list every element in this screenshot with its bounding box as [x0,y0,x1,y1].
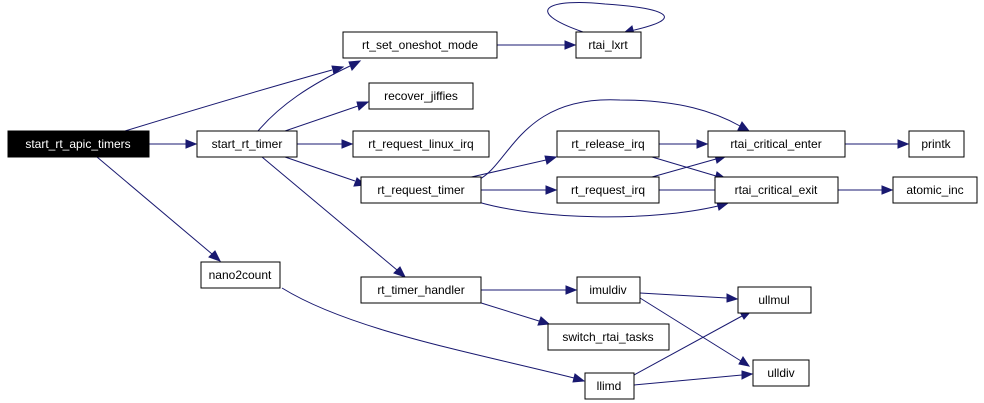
node-nano2count[interactable]: nano2count [200,261,281,289]
node-imuldiv[interactable]: imuldiv [576,276,641,304]
arrowhead [572,373,586,383]
node-label: switch_rtai_tasks [562,330,653,344]
node-rt-request-timer[interactable]: rt_request_timer [360,176,482,204]
edge-llimd-to-ullmul [633,315,743,376]
arrowhead [726,293,739,303]
arrowhead [356,101,370,111]
edge-start-rt-timer-to-rt-timer-handler [261,156,398,271]
edge-rt-request-timer-to-rtai-critical-exit [477,201,719,218]
node-ulldiv[interactable]: ulldiv [752,359,810,387]
edge-imuldiv-to-ullmul [639,292,728,299]
arrowhead [565,285,578,295]
node-atomic-inc[interactable]: atomic_inc [892,176,978,204]
arrowhead [341,139,354,149]
arrowhead [897,139,910,149]
arrowhead [741,370,754,380]
arrowhead [331,65,345,75]
node-switch-rtai-tasks[interactable]: switch_rtai_tasks [547,323,670,351]
node-label: nano2count [209,268,272,282]
edge-rt-request-irq-to-rtai-critical-enter [651,158,717,178]
node-label: rt_request_linux_irq [368,137,473,151]
edge-start-rt-timer-to-rt-set-oneshot-mode [257,65,351,132]
node-label: imuldiv [589,283,626,297]
node-label: start_rt_timer [212,137,283,151]
arrowhead [881,185,894,195]
arrowhead [348,60,362,71]
node-llimd[interactable]: llimd [584,372,635,400]
node-label: rtai_critical_exit [735,183,818,197]
node-rt-request-irq[interactable]: rt_request_irq [556,176,660,204]
node-rtai-lxrt[interactable]: rtai_lxrt [575,31,642,59]
node-rtai-critical-exit[interactable]: rtai_critical_exit [714,176,839,204]
arrowhead [537,316,551,326]
edge-rt-release-irq-to-rtai-critical-exit [651,156,717,177]
node-label: rt_release_irq [571,137,644,151]
node-label: printk [921,137,951,151]
node-label: recover_jiffies [384,89,458,103]
node-label: ullmul [758,293,789,307]
node-printk[interactable]: printk [908,130,965,158]
edge-start-rt-timer-to-recover-jiffies [284,105,359,132]
edge-rt-request-timer-to-rt-release-irq [466,159,547,179]
arrowhead [393,266,407,278]
node-label: rt_set_oneshot_mode [362,38,478,52]
arrowhead [208,250,222,262]
node-rt-request-linux-irq[interactable]: rt_request_linux_irq [352,130,490,158]
arrowhead [737,121,751,132]
edge-start-rt-apic-timers-to-nano2count [96,156,213,255]
node-rt-set-oneshot-mode[interactable]: rt_set_oneshot_mode [342,31,498,59]
node-recover-jiffies[interactable]: recover_jiffies [368,82,474,110]
edge-rtai-lxrt-self-loop [547,1,665,33]
node-label: ulldiv [767,366,794,380]
edge-start-rt-apic-timers-to-rt-set-oneshot-mode [124,69,333,132]
node-ullmul[interactable]: ullmul [737,286,812,314]
edge-start-rt-timer-to-rt-request-timer [284,156,356,182]
node-label: llimd [597,379,622,393]
call-edges [96,1,910,386]
node-rt-timer-handler[interactable]: rt_timer_handler [360,276,482,304]
node-rtai-critical-enter[interactable]: rtai_critical_enter [707,130,846,158]
node-label: rt_request_timer [377,183,464,197]
node-label: atomic_inc [906,183,963,197]
function-nodes: start_rt_apic_timers start_rt_timer nano… [7,31,978,400]
node-label: start_rt_apic_timers [25,137,130,151]
node-label: rt_request_irq [571,183,645,197]
edge-rt-timer-handler-to-switch-rtai-tasks [477,301,540,322]
edge-imuldiv-to-ulldiv [639,297,742,362]
edge-nano2count-to-llimd [281,287,575,379]
node-label: rt_timer_handler [377,283,464,297]
arrowhead [738,356,751,367]
node-start-rt-apic-timers[interactable]: start_rt_apic_timers [7,130,150,158]
edge-rt-request-timer-to-rtai-critical-enter [477,99,741,181]
node-label: rtai_critical_enter [730,137,821,151]
arrowhead [544,155,558,165]
node-start-rt-timer[interactable]: start_rt_timer [196,130,298,158]
arrowhead [545,185,558,195]
node-label: rtai_lxrt [588,38,628,52]
node-rt-release-irq[interactable]: rt_release_irq [556,130,660,158]
edge-llimd-to-ulldiv [633,374,743,386]
arrowhead [564,40,577,50]
arrowhead [696,139,709,149]
arrowhead [185,139,198,149]
